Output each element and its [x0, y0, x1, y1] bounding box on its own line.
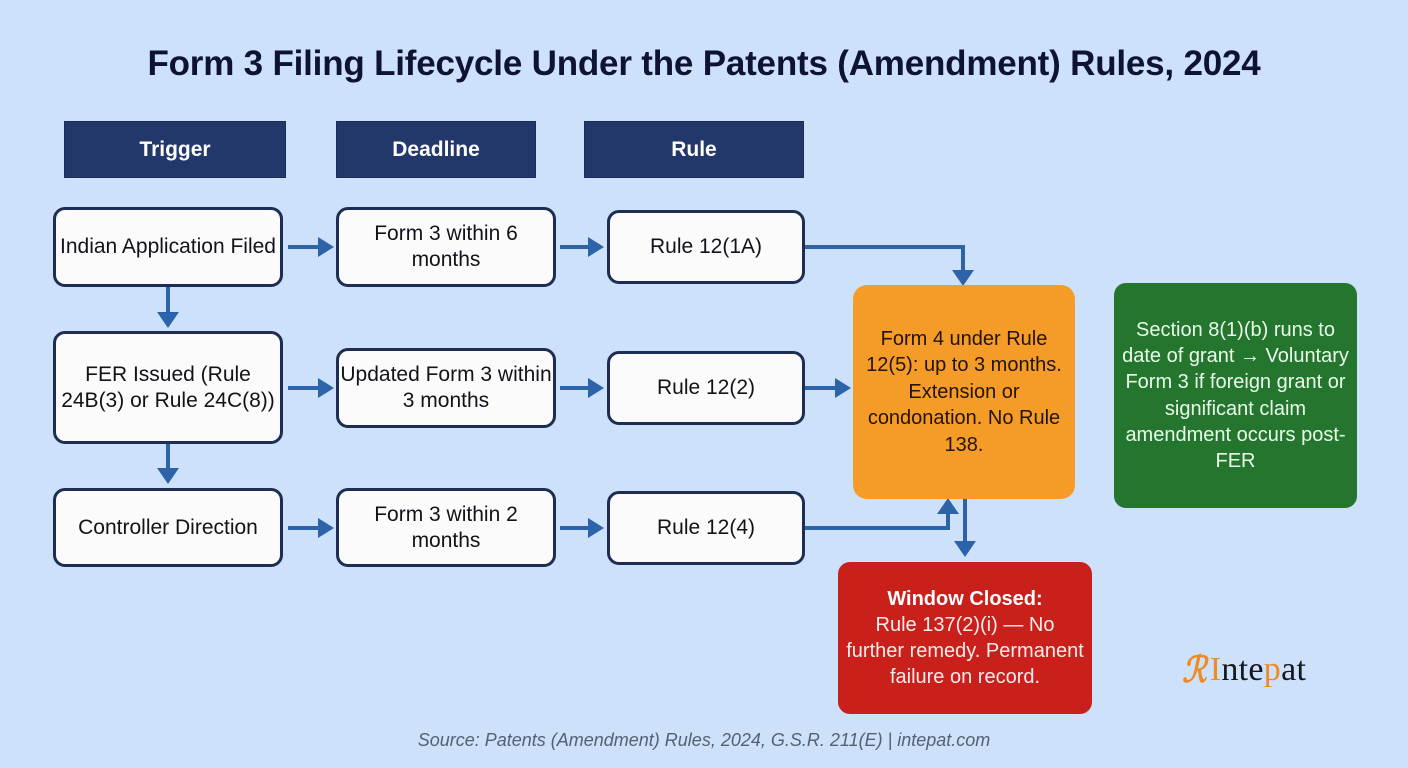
intepat-logo: ℛ Intepat [1180, 652, 1306, 688]
connector-trigger1-to-trigger2 [166, 287, 170, 317]
connector-rule3-to-extension-horizontal [805, 526, 950, 530]
window-closed-title: Window Closed: [887, 588, 1043, 610]
connector-rule3-to-extension-vertical [946, 512, 950, 528]
logo-letter-i: I [1209, 651, 1222, 688]
connector-trigger3-to-deadline3 [288, 526, 321, 530]
connector-rule1-to-extension-vertical [961, 245, 965, 283]
connector-rule2-to-extension [805, 386, 838, 390]
arrowhead-deadline1 [318, 237, 334, 257]
arrowhead-closed-top [954, 541, 976, 557]
trigger-box-row3: Controller Direction [53, 488, 283, 567]
connector-trigger1-to-deadline1 [288, 245, 321, 249]
intepat-wordmark: Intepat [1210, 653, 1307, 687]
arrowhead-trigger2 [157, 312, 179, 328]
arrowhead-rule2 [588, 378, 604, 398]
deadline-box-row3: Form 3 within 2 months [336, 488, 556, 567]
logo-letters-at: at [1281, 651, 1307, 688]
rule-box-row1: Rule 12(1A) [607, 210, 805, 284]
arrowhead-extension-left [835, 378, 851, 398]
arrowhead-extension-bottom [937, 498, 959, 514]
connector-trigger2-to-trigger3 [166, 444, 170, 472]
trigger-box-row2: FER Issued (Rule 24B(3) or Rule 24C(8)) [53, 331, 283, 444]
logo-letters-nte: nte [1221, 651, 1264, 688]
connector-deadline1-to-rule1 [560, 245, 590, 249]
connector-deadline3-to-rule3 [560, 526, 590, 530]
section8-note-callout: Section 8(1)(b) runs to date of grant → … [1114, 283, 1357, 508]
arrowhead-rule3 [588, 518, 604, 538]
window-closed-callout: Window Closed: Rule 137(2)(i) — No furth… [838, 562, 1092, 714]
connector-deadline2-to-rule2 [560, 386, 590, 390]
page-title: Form 3 Filing Lifecycle Under the Patent… [147, 44, 1261, 83]
deadline-box-row1: Form 3 within 6 months [336, 207, 556, 287]
column-header-trigger: Trigger [64, 121, 286, 178]
logo-letter-p: p [1263, 651, 1282, 688]
extension-callout: Form 4 under Rule 12(5): up to 3 months.… [853, 285, 1075, 499]
connector-trigger2-to-deadline2 [288, 386, 321, 390]
connector-extension-to-closed [963, 499, 967, 545]
arrowhead-deadline2 [318, 378, 334, 398]
intepat-mark-icon: ℛ [1182, 650, 1207, 690]
arrowhead-extension-top [952, 270, 974, 286]
column-header-rule: Rule [584, 121, 804, 178]
arrowhead-deadline3 [318, 518, 334, 538]
window-closed-body: Rule 137(2)(i) — No further remedy. Perm… [846, 614, 1084, 688]
arrowhead-trigger3 [157, 468, 179, 484]
arrowhead-rule1 [588, 237, 604, 257]
rule-box-row3: Rule 12(4) [607, 491, 805, 565]
deadline-box-row2: Updated Form 3 within 3 months [336, 348, 556, 428]
rule-box-row2: Rule 12(2) [607, 351, 805, 425]
column-header-deadline: Deadline [336, 121, 536, 178]
trigger-box-row1: Indian Application Filed [53, 207, 283, 287]
connector-rule1-to-extension-horizontal [805, 245, 965, 249]
source-footer: Source: Patents (Amendment) Rules, 2024,… [417, 730, 991, 750]
